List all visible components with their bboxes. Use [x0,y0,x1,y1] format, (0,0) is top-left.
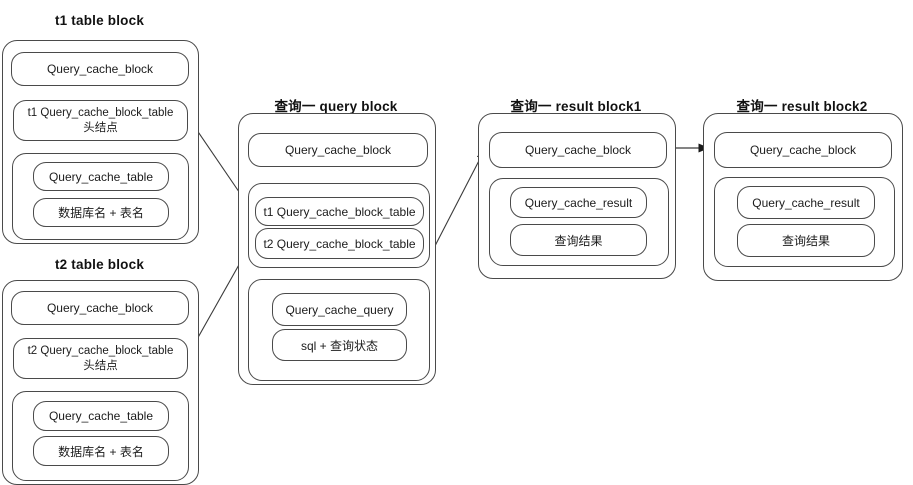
t1-query-cache-table: Query_cache_table [33,162,169,191]
result1-result-text: 查询结果 [510,224,647,256]
t2-table-subcontainer: Query_cache_table 数据库名 + 表名 [12,391,189,481]
t1-query-cache-block: Query_cache_block [11,52,189,86]
result2-query-cache-result: Query_cache_result [737,186,875,219]
result1-query-cache-block: Query_cache_block [489,132,667,168]
result2-block-container: Query_cache_block Query_cache_result 查询结… [703,113,903,281]
t1-head-node-line1: t1 Query_cache_block_table [27,106,174,119]
result2-query-cache-block: Query_cache_block [714,132,892,168]
result1-query-cache-result: Query_cache_result [510,187,647,218]
query-block-container: Query_cache_block t1 Query_cache_block_t… [238,113,436,385]
query-query-cache-block: Query_cache_block [248,133,428,167]
t1-head-node-line2: 头结点 [83,121,118,134]
t2-query-cache-table: Query_cache_table [33,401,169,431]
query-block-title: 查询一 query block [274,99,398,114]
result2-block-title: 查询一 result block2 [736,99,868,114]
t2-query-cache-block: Query_cache_block [11,291,189,325]
t2-block-title: t2 table block [54,257,145,272]
result2-result-text: 查询结果 [737,224,875,257]
result2-subcontainer: Query_cache_result 查询结果 [714,177,895,267]
query-cache-query-box: Query_cache_query [272,293,407,326]
result1-subcontainer: Query_cache_result 查询结果 [489,178,669,266]
result1-block-title: 查询一 result block1 [510,99,642,114]
t1-block-container: Query_cache_block t1 Query_cache_block_t… [2,40,199,244]
t2-head-node-line2: 头结点 [83,359,118,372]
t2-block-container: Query_cache_block t2 Query_cache_block_t… [2,280,199,485]
t2-db-table-name: 数据库名 + 表名 [33,436,169,466]
t1-block-title: t1 table block [54,13,145,28]
t1-head-node-box: t1 Query_cache_block_table 头结点 [13,100,188,141]
t1-table-subcontainer: Query_cache_table 数据库名 + 表名 [12,153,189,240]
query-sql-status-box: sql + 查询状态 [272,329,407,361]
query-t1-entry: t1 Query_cache_block_table [255,197,424,226]
t2-head-node-line1: t2 Query_cache_block_table [27,344,174,357]
t2-head-node-box: t2 Query_cache_block_table 头结点 [13,338,188,379]
query-table-entries-subcontainer: t1 Query_cache_block_table t2 Query_cach… [248,183,430,268]
t1-db-table-name: 数据库名 + 表名 [33,198,169,227]
query-t2-entry: t2 Query_cache_block_table [255,228,424,259]
result1-block-container: Query_cache_block Query_cache_result 查询结… [478,113,676,279]
query-query-subcontainer: Query_cache_query sql + 查询状态 [248,279,430,381]
